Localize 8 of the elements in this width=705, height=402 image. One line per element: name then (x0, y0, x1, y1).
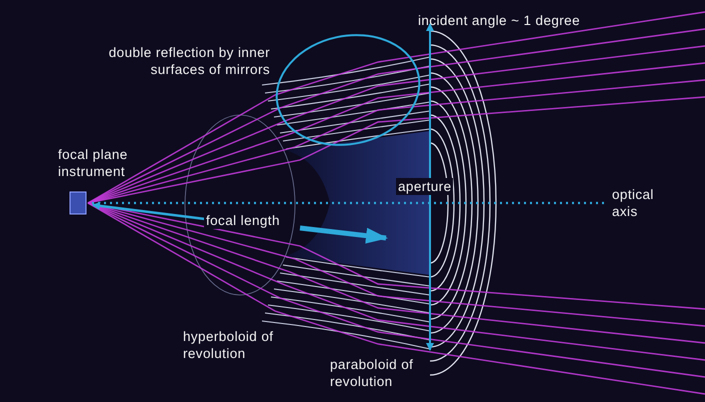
dimension-label: focal length (204, 212, 282, 229)
part-label: hyperboloid of revolution (183, 328, 274, 362)
part-label: paraboloid of revolution (330, 356, 414, 390)
part-label: focal plane instrument (58, 146, 129, 180)
axis-label: optical axis (612, 186, 655, 220)
annotation-text: double reflection by inner surfaces of mirrors (108, 44, 270, 78)
annotation-text: incident angle ~ 1 degree (418, 12, 581, 29)
dimension-label: aperture (396, 178, 454, 195)
